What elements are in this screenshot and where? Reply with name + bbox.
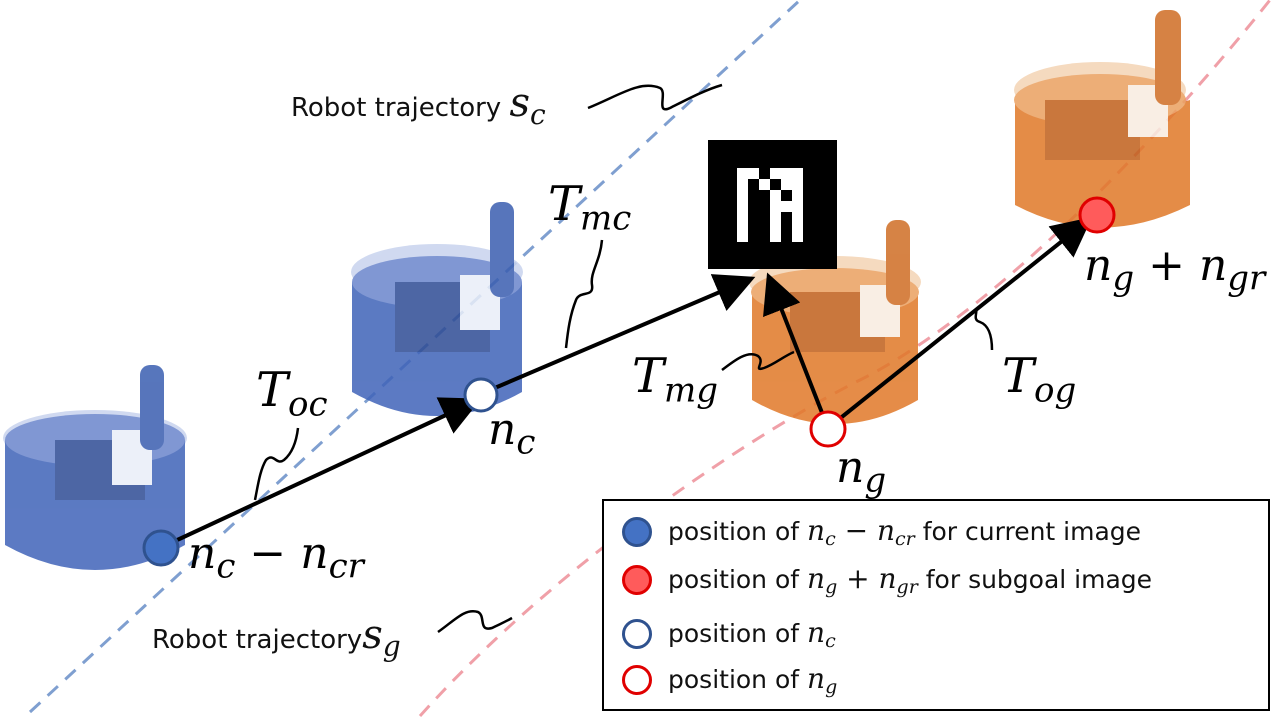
legend-row-subgoal: position of ng + ngr for subgoal image: [604, 557, 1152, 603]
legend-ng-text: position of ng: [668, 662, 838, 698]
legend-nc-text: position of nc: [668, 616, 836, 652]
legend-nc-dot: [622, 619, 652, 649]
robot-subgoal-right: [1014, 10, 1190, 228]
marker-nc: [463, 377, 499, 413]
arrow-t-og: [826, 217, 1093, 430]
label-t-oc: Toc: [256, 362, 328, 425]
leader-t-mg: [721, 350, 795, 371]
legend-row-ng: position of ng: [604, 657, 837, 703]
legend-row-nc: position of nc: [604, 611, 836, 657]
trajectory-sg-label: Robot trajectorysg: [152, 612, 401, 663]
robot-current-left: [3, 365, 187, 570]
leader-t-mc: [564, 239, 604, 349]
legend-current-dot: [622, 517, 652, 547]
marker-nc-minus-ncr: [142, 529, 180, 567]
label-nc-minus-ncr: nc − ncr: [188, 528, 364, 587]
legend-box: position of nc − ncr for current image p…: [602, 499, 1270, 711]
label-ng-plus-ngr: ng + ngr: [1084, 240, 1266, 299]
legend-current-text: position of nc − ncr for current image: [668, 514, 1142, 550]
leader-t-oc: [253, 427, 300, 501]
label-n-c: nc: [488, 404, 536, 463]
arrow-t-oc: [159, 397, 482, 550]
robot-current-middle: [351, 202, 523, 416]
label-n-g: ng: [836, 442, 887, 501]
marker-ng: [809, 410, 847, 448]
marker-ng-plus-ngr: [1078, 196, 1116, 234]
leader-traj-sg: [437, 609, 513, 634]
label-t-og: Tog: [1002, 348, 1077, 411]
trajectory-sc-label: Robot trajectory sc: [291, 80, 546, 131]
legend-subgoal-text: position of ng + ngr for subgoal image: [668, 562, 1153, 598]
arrow-t-mc: [489, 274, 756, 392]
leader-traj-sc: [587, 83, 723, 111]
label-t-mc: Tmc: [548, 176, 632, 239]
label-t-mg: Tmg: [632, 348, 719, 411]
trajectory-sc-line: [28, 0, 802, 714]
legend-row-current: position of nc − ncr for current image: [604, 509, 1141, 555]
legend-ng-dot: [622, 665, 652, 695]
legend-subgoal-dot: [622, 565, 652, 595]
ar-marker: [708, 140, 837, 269]
leader-t-og: [974, 307, 994, 351]
arrow-t-mg: [763, 272, 830, 429]
